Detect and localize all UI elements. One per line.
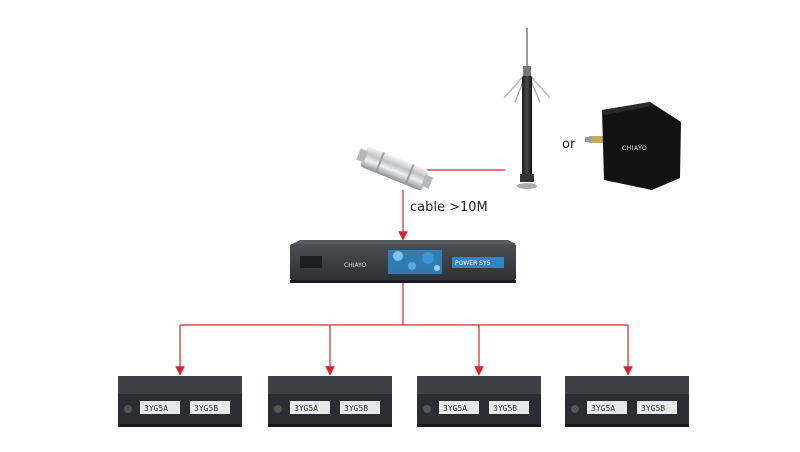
signal-booster-icon xyxy=(356,146,434,191)
receiver-display-a: 3YG5A xyxy=(591,404,615,413)
receiver-display-a: 3YG5A xyxy=(443,404,467,413)
distributor-model-label: POWER SYS xyxy=(455,260,491,267)
paddle-antenna-icon: CHIAYO xyxy=(585,102,681,190)
receiver-unit: 3YG5A 3YG5B xyxy=(417,376,541,427)
receiver-unit: 3YG5A 3YG5B xyxy=(268,376,392,427)
receiver-display-b: 3YG5B xyxy=(344,404,368,413)
or-label: or xyxy=(562,137,576,152)
distributor-brand-label: CHIAYO xyxy=(344,262,366,269)
receiver-display-a: 3YG5A xyxy=(144,404,168,413)
omni-antenna-icon xyxy=(503,28,551,189)
receiver-display-a: 3YG5A xyxy=(294,404,318,413)
connector-lines xyxy=(175,169,633,376)
antenna-distributor-icon: CHIAYO POWER SYS xyxy=(290,240,516,283)
receiver-display-b: 3YG5B xyxy=(493,404,517,413)
cable-length-label: cable >10M xyxy=(410,200,488,215)
paddle-brand-label: CHIAYO xyxy=(622,145,647,152)
receiver-display-b: 3YG5B xyxy=(194,404,218,413)
receiver-display-b: 3YG5B xyxy=(641,404,665,413)
receiver-unit: 3YG5A 3YG5B xyxy=(118,376,242,427)
receiver-unit: 3YG5A 3YG5B xyxy=(565,376,689,427)
